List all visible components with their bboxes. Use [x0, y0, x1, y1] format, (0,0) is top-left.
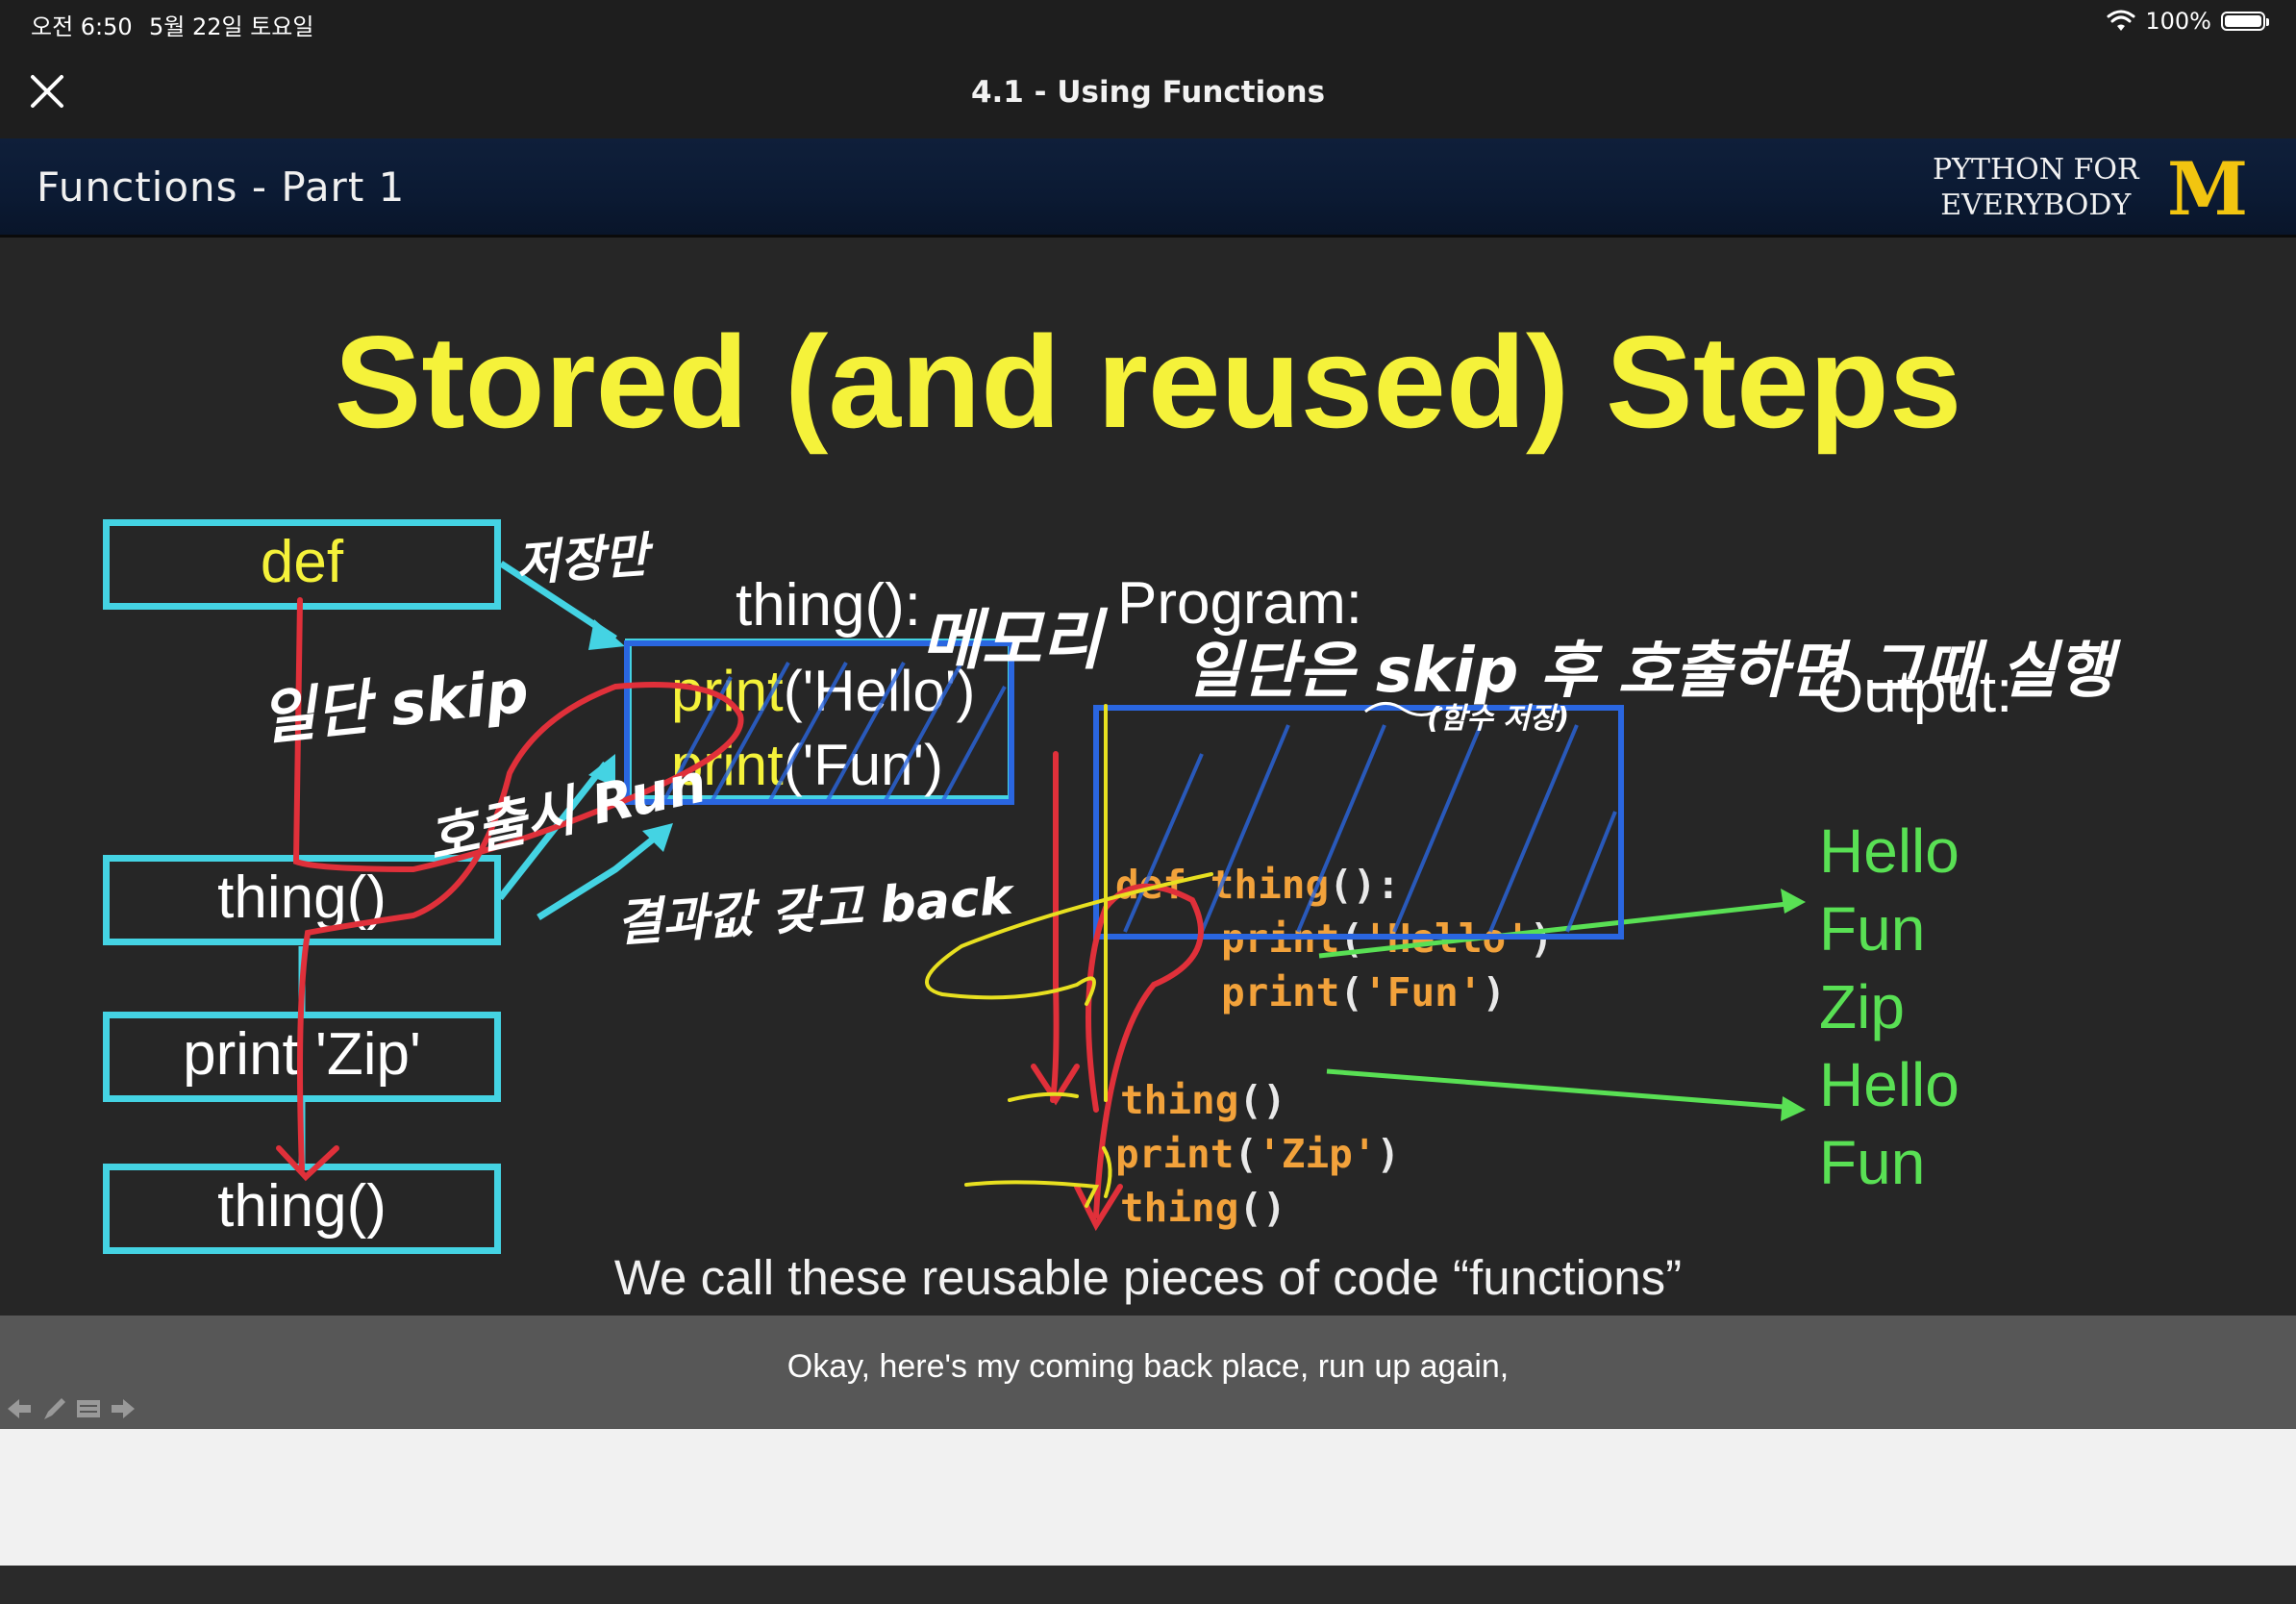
status-date: 5월 22일 토요일 — [149, 13, 314, 40]
brand-text: PYTHON FOR EVERYBODY — [1933, 152, 2139, 223]
video-title: 4.1 - Using Functions — [970, 75, 1326, 110]
output-arrows — [1318, 900, 1797, 1111]
status-bar: 오전 6:50 5월 22일 토요일 100% — [0, 0, 2296, 46]
handwritten-note: (함수 저장) — [1427, 702, 1570, 736]
handwritten-note: 일단은 skip 후 호출하면 그때 실행 — [1185, 636, 2114, 707]
close-icon — [31, 75, 63, 108]
wifi-icon — [2107, 10, 2135, 31]
university-logo: M — [2167, 146, 2249, 232]
slide-title: Stored (and reused) Steps — [334, 309, 1962, 455]
battery-icon — [2221, 12, 2269, 31]
caption-toolbar — [6, 1396, 137, 1421]
handwritten-note: 메모리 — [921, 603, 1102, 679]
bottom-panel — [0, 1429, 2296, 1566]
code-line-print-fun: print('Fun') — [1221, 969, 1507, 1015]
caption-text: Okay, here's my coming back place, run u… — [786, 1348, 1510, 1385]
slide-header: Functions - Part 1 PYTHON FOR EVERYBODY … — [0, 138, 2296, 238]
status-time: 오전 6:50 — [31, 13, 133, 40]
status-indicators: 100% — [2107, 8, 2269, 35]
slide-footer-text: We call these reusable pieces of code “f… — [613, 1250, 1683, 1305]
ink-annotations — [276, 561, 1806, 1232]
output-label: Output: — [1817, 659, 2013, 725]
menu-icon[interactable] — [75, 1396, 102, 1421]
output-item: Zip — [1819, 972, 1905, 1041]
brand-line-1: PYTHON FOR — [1933, 153, 2139, 187]
bottom-bar — [0, 1566, 2296, 1604]
flow-box-thing-call-1: thing() — [103, 855, 501, 945]
code-line-print-zip: print('Zip') — [1115, 1131, 1401, 1177]
pen-icon[interactable] — [40, 1396, 67, 1421]
code-line-thing-call-2: thing() — [1120, 1185, 1286, 1231]
handwritten-note: 저장만 — [513, 527, 651, 592]
caption-area: Okay, here's my coming back place, run u… — [0, 1316, 2296, 1429]
battery-percent: 100% — [2145, 8, 2211, 35]
output-item: Fun — [1819, 894, 1926, 964]
function-label: thing(): — [736, 572, 921, 639]
forward-arrow-icon[interactable] — [110, 1396, 137, 1421]
brand-line-2: EVERYBODY — [1940, 188, 2132, 222]
back-arrow-icon[interactable] — [6, 1396, 33, 1421]
blue-ink-box — [624, 640, 1624, 940]
function-body-line-1: print('Hello') — [671, 659, 976, 723]
slide-header-title: Functions - Part 1 — [37, 163, 406, 211]
yellow-ink — [925, 704, 1213, 1208]
program-label: Program: — [1117, 570, 1362, 637]
output-item: Fun — [1819, 1128, 1926, 1197]
slide-arrowheads — [588, 619, 673, 852]
output-item: Hello — [1819, 816, 1959, 886]
output-item: Hello — [1819, 1050, 1959, 1119]
code-line-thing-call-1: thing() — [1120, 1077, 1286, 1123]
video-player[interactable]: Functions - Part 1 PYTHON FOR EVERYBODY … — [0, 138, 2296, 1316]
nav-bar: 4.1 - Using Functions — [0, 46, 2296, 138]
close-button[interactable] — [23, 67, 71, 115]
